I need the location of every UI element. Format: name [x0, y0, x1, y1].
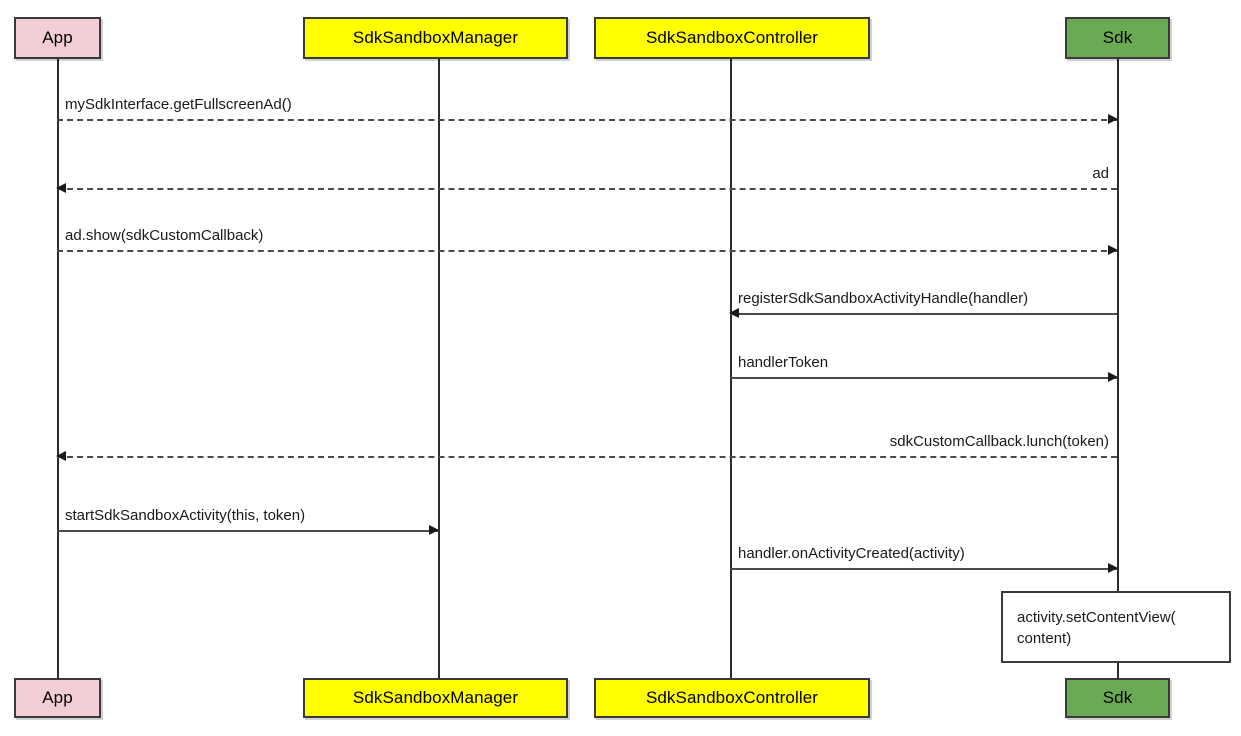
message-label: handlerToken	[738, 354, 829, 371]
arrowhead-right-icon	[1108, 114, 1118, 124]
participant-label-controller: SdkSandboxController	[645, 688, 819, 707]
message-line	[57, 250, 1117, 252]
lifeline-sdk	[1117, 59, 1119, 678]
arrowhead-left-icon	[56, 183, 66, 193]
arrowhead-right-icon	[429, 525, 439, 535]
message-line	[730, 313, 1117, 315]
participant-header-controller[interactable]: SdkSandboxController	[594, 17, 870, 59]
message-line	[730, 568, 1117, 570]
participant-label-manager: SdkSandboxManager	[352, 28, 519, 47]
participant-label-sdk: Sdk	[1102, 28, 1133, 47]
message-label: mySdkInterface.getFullscreenAd()	[65, 96, 292, 113]
message-label: registerSdkSandboxActivityHandle(handler…	[738, 290, 1029, 307]
message-line	[57, 456, 1117, 458]
message-label: handler.onActivityCreated(activity)	[738, 545, 965, 562]
participant-label-app: App	[42, 688, 73, 707]
arrowhead-left-icon	[729, 308, 739, 318]
note-line-1: activity.setContentView(	[1017, 609, 1176, 626]
arrowhead-left-icon	[56, 451, 66, 461]
arrowhead-right-icon	[1108, 563, 1118, 573]
message-line	[57, 530, 438, 532]
participant-label-app: App	[42, 28, 73, 47]
participant-label-sdk: Sdk	[1102, 688, 1133, 707]
note-set-content-view: activity.setContentView( content)	[1001, 591, 1231, 663]
lifeline-manager	[438, 59, 440, 678]
participant-label-manager: SdkSandboxManager	[352, 688, 519, 707]
participant-header-app[interactable]: App	[14, 17, 101, 59]
participant-footer-app[interactable]: App	[14, 678, 101, 718]
lifeline-app	[57, 59, 59, 678]
note-line-2: content)	[1017, 630, 1072, 647]
participant-header-manager[interactable]: SdkSandboxManager	[303, 17, 568, 59]
message-label: ad	[1092, 165, 1109, 182]
message-label: sdkCustomCallback.lunch(token)	[889, 433, 1109, 450]
message-label: startSdkSandboxActivity(this, token)	[65, 507, 306, 524]
lifeline-controller	[730, 59, 732, 678]
message-line	[57, 119, 1117, 121]
participant-footer-sdk[interactable]: Sdk	[1065, 678, 1170, 718]
message-line	[57, 188, 1117, 190]
participant-footer-controller[interactable]: SdkSandboxController	[594, 678, 870, 718]
message-line	[730, 377, 1117, 379]
participant-label-controller: SdkSandboxController	[645, 28, 819, 47]
participant-footer-manager[interactable]: SdkSandboxManager	[303, 678, 568, 718]
message-label: ad.show(sdkCustomCallback)	[65, 227, 264, 244]
participant-header-sdk[interactable]: Sdk	[1065, 17, 1170, 59]
arrowhead-right-icon	[1108, 372, 1118, 382]
arrowhead-right-icon	[1108, 245, 1118, 255]
